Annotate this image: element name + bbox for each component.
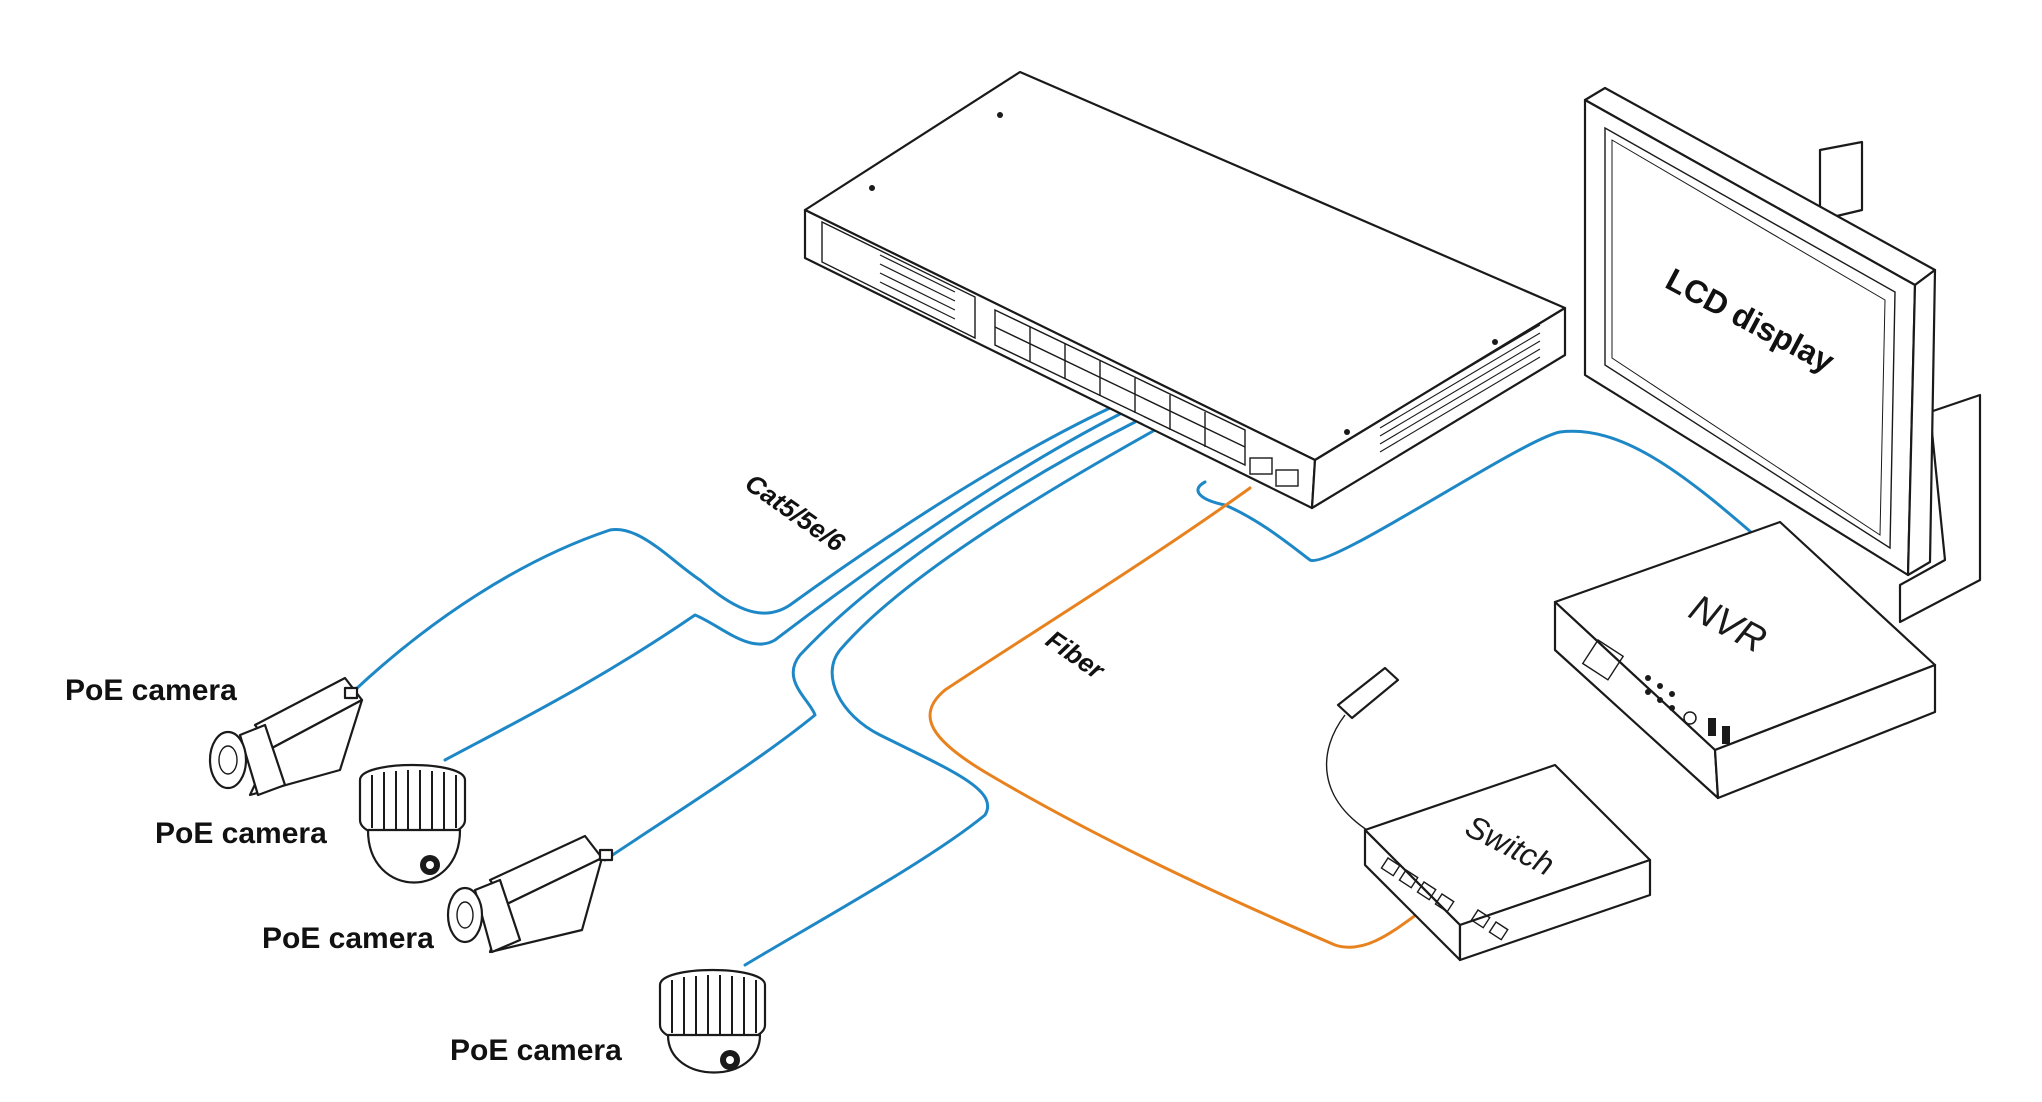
cable-to-camera-1 xyxy=(353,406,1112,692)
fiber-cable xyxy=(928,486,1422,949)
cable-to-camera-3 xyxy=(603,420,1137,862)
poe-camera-1 xyxy=(208,676,364,797)
camera-4-label: PoE camera xyxy=(450,1034,622,1067)
cable-type-label: Cat5/5e/6 xyxy=(740,468,851,558)
camera-1-label: PoE camera xyxy=(65,674,237,707)
camera-2-label: PoE camera xyxy=(155,817,327,850)
poe-camera-4 xyxy=(658,968,767,1074)
port-block xyxy=(994,308,1299,487)
front-vents xyxy=(879,254,956,329)
poe-switch xyxy=(803,70,1567,510)
switch-ports xyxy=(1380,857,1509,941)
small-switch: Switch xyxy=(1326,666,1652,962)
nvr: NVR xyxy=(1553,520,1937,800)
nvr-buttons xyxy=(1645,675,1730,744)
cable-to-camera-2 xyxy=(443,412,1122,762)
poe-camera-2 xyxy=(358,763,467,884)
fiber-label: Fiber xyxy=(1041,624,1112,686)
side-vents xyxy=(1379,324,1541,453)
camera-3-label: PoE camera xyxy=(262,922,434,955)
poe-camera-3 xyxy=(446,834,614,954)
lcd-display: LCD display xyxy=(1583,86,1982,624)
cable-to-camera-4 xyxy=(743,428,1157,967)
